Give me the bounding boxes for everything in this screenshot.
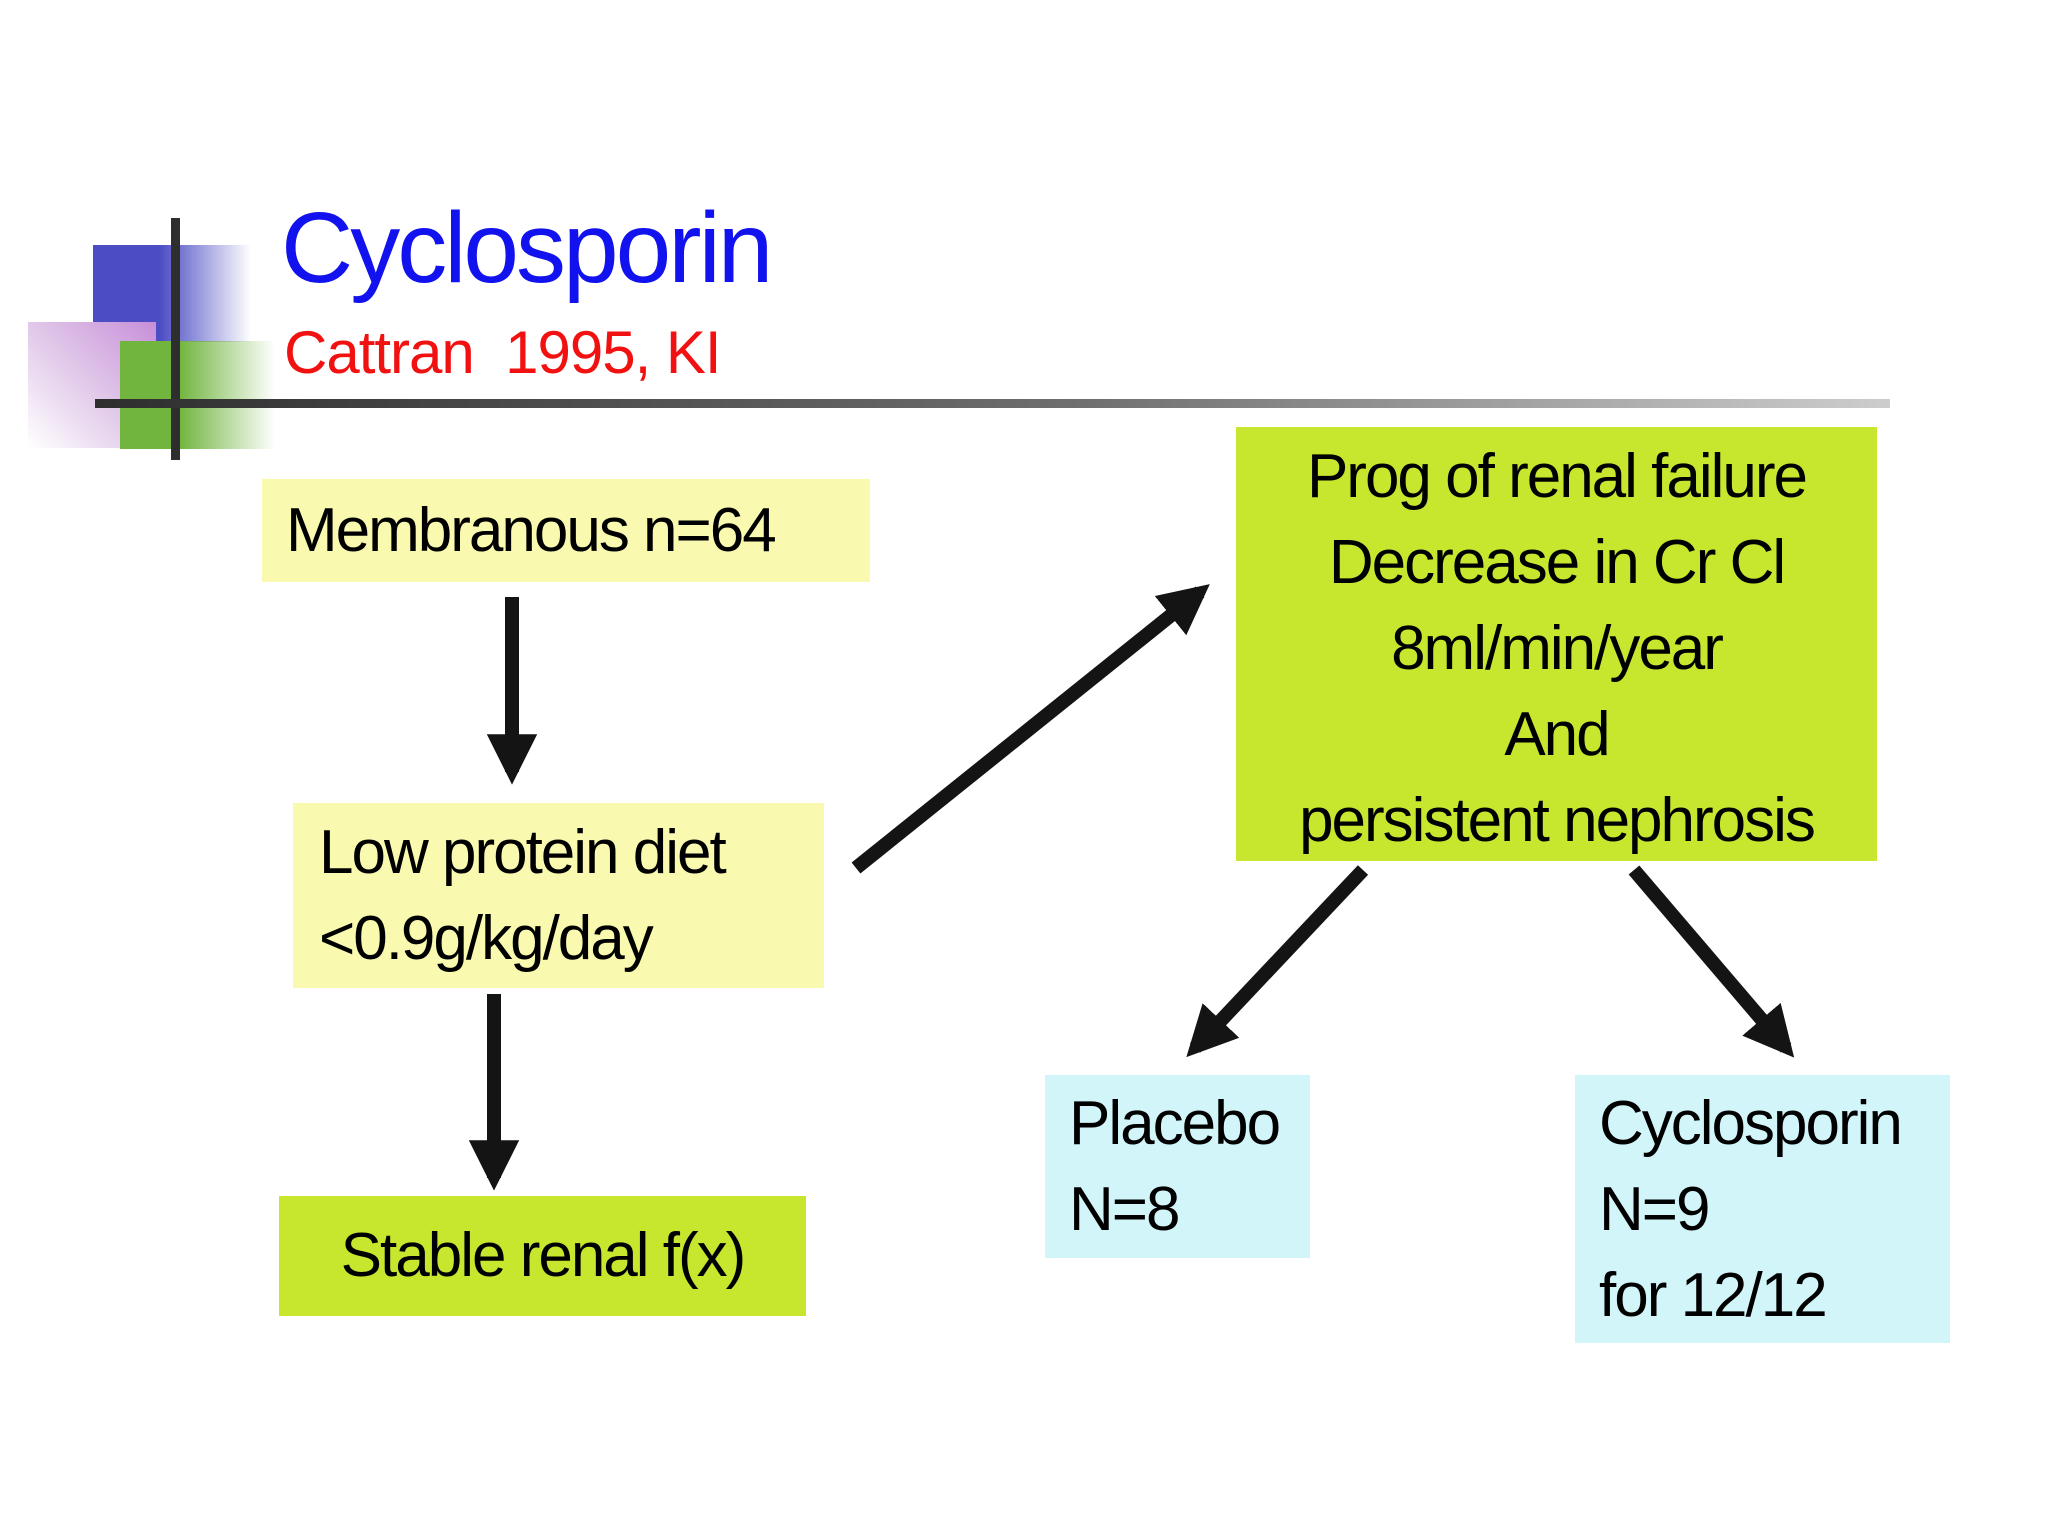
node-line: persistent nephrosis — [1299, 786, 1816, 855]
node-line: N=8 — [1069, 1175, 1180, 1244]
arrow-progression-to-placebo — [1186, 865, 1369, 1058]
node-line: Low protein diet — [319, 818, 727, 887]
node-low-protein-diet: Low protein diet <0.9g/kg/day — [293, 803, 824, 988]
node-line: 8ml/min/year — [1391, 614, 1724, 683]
node-line: N=9 — [1599, 1175, 1710, 1244]
node-line: for 12/12 — [1599, 1261, 1828, 1330]
node-cyclosporin-arm: Cyclosporin N=9 for 12/12 — [1575, 1075, 1950, 1343]
node-line: <0.9g/kg/day — [319, 904, 654, 973]
node-line: Decrease in Cr Cl — [1328, 528, 1786, 597]
node-membranous: Membranous n=64 — [262, 479, 870, 582]
arrow-progression-to-cyclosporin — [1628, 865, 1795, 1058]
decoration-green-square — [120, 341, 275, 449]
node-line: Membranous n=64 — [286, 495, 777, 565]
slide-subtitle: Cattran 1995, KI — [284, 319, 722, 386]
node-placebo: Placebo N=8 — [1045, 1075, 1310, 1258]
node-line: Placebo — [1069, 1089, 1281, 1158]
node-progression: Prog of renal failure Decrease in Cr Cl … — [1236, 427, 1877, 861]
node-line: Prog of renal failure — [1306, 442, 1808, 511]
slide-title: Cyclosporin — [281, 192, 773, 304]
title-divider-line — [95, 399, 1890, 408]
node-line: And — [1504, 700, 1610, 769]
arrow-diet-to-progression — [851, 584, 1210, 874]
node-line: Cyclosporin — [1599, 1089, 1903, 1158]
node-line: Stable renal f(x) — [340, 1221, 747, 1290]
node-stable-renal: Stable renal f(x) — [279, 1196, 806, 1316]
decoration-vertical-line — [171, 218, 180, 460]
